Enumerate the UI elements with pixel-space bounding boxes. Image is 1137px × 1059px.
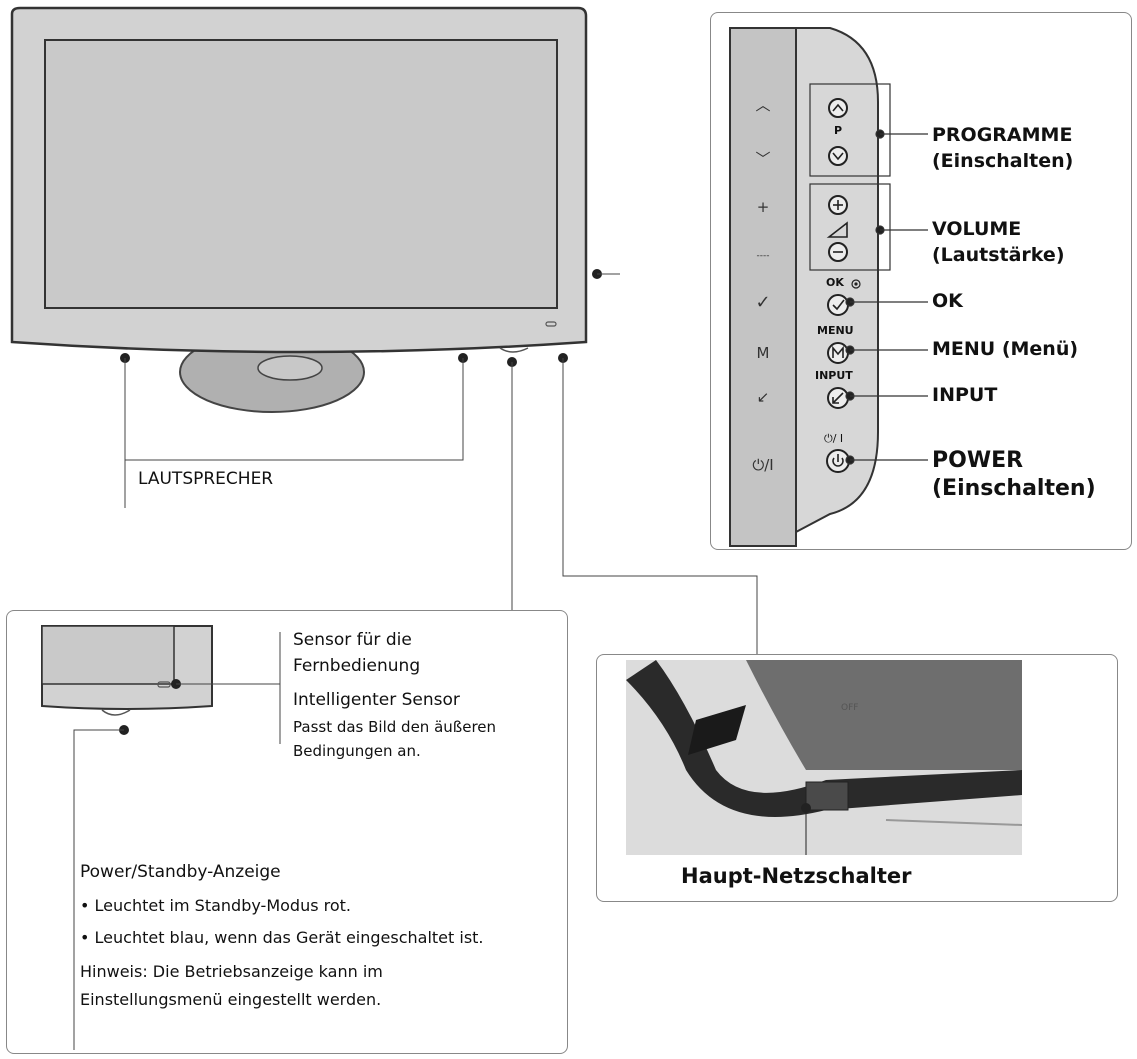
closeup-led-leader bbox=[73, 729, 124, 1050]
ok-button-label: OK bbox=[826, 276, 844, 289]
check-icon bbox=[832, 299, 845, 311]
photo-off-text: OFF bbox=[841, 703, 858, 713]
main-switch-leader-line bbox=[562, 358, 758, 656]
standby-bullet-2: • Leuchtet blau, wenn das Gerät eingesch… bbox=[80, 928, 484, 947]
chevron-down-icon bbox=[832, 152, 844, 161]
closeup-screen bbox=[41, 625, 175, 685]
tv-stand-neck bbox=[257, 355, 323, 381]
photo-switch bbox=[805, 781, 849, 811]
power-label: POWER bbox=[932, 448, 1024, 473]
closeup-notch bbox=[101, 709, 131, 716]
side-icon-plus: + bbox=[757, 198, 770, 216]
standby-note-1: Hinweis: Die Betriebsanzeige kann im bbox=[80, 962, 383, 981]
side-icon-menu: M bbox=[757, 344, 770, 362]
tv-screen bbox=[44, 39, 558, 309]
p-label: P bbox=[833, 124, 843, 137]
ok-indicator-icon bbox=[851, 279, 861, 289]
volume-triangle-icon bbox=[826, 221, 848, 238]
tv-illustration bbox=[10, 6, 620, 508]
side-icon-power: ⏻/I bbox=[752, 456, 773, 474]
prog-up-button[interactable] bbox=[828, 98, 848, 118]
button-glyphs bbox=[832, 103, 845, 467]
power-button-label: ⏻/ I bbox=[824, 432, 844, 445]
standby-bullet-1: • Leuchtet im Standby-Modus rot. bbox=[80, 896, 352, 915]
photo-edge-line bbox=[885, 819, 1022, 826]
side-icon-minus: ---- bbox=[757, 251, 770, 261]
power-symbol-icon bbox=[832, 457, 844, 467]
side-icon-check: ✓ bbox=[755, 292, 770, 313]
sensor-notch bbox=[499, 347, 529, 353]
programme-sub-label: (Einschalten) bbox=[932, 150, 1074, 172]
input-arrow-icon bbox=[832, 392, 844, 404]
menu-button-label: MENU bbox=[817, 324, 854, 337]
sensor-closeup bbox=[41, 625, 281, 1050]
side-icon-up: ︿ bbox=[755, 96, 770, 114]
side-controls-illustration: ︿ ﹀ + ---- ✓ M ↙ ⏻/I bbox=[729, 27, 928, 547]
prog-down-button[interactable] bbox=[828, 146, 848, 166]
programme-label: PROGRAMME bbox=[932, 124, 1073, 146]
speaker-label: LAUTSPRECHER bbox=[138, 469, 274, 489]
side-icon-down: ﹀ bbox=[755, 150, 770, 168]
sensor-title-1: Sensor für die bbox=[293, 630, 412, 650]
main-switch-photo: OFF bbox=[626, 660, 1022, 855]
volume-group-box bbox=[809, 183, 891, 271]
photo-slot bbox=[688, 705, 746, 755]
ok-indicator-dot bbox=[854, 282, 858, 286]
ok-label: OK bbox=[932, 290, 963, 312]
sensor-title-2: Fernbedienung bbox=[293, 656, 421, 676]
menu-label: MENU (Menü) bbox=[932, 338, 1079, 360]
standby-note-2: Einstellungsmenü eingestellt werden. bbox=[80, 990, 382, 1009]
input-button-label: INPUT bbox=[815, 369, 853, 382]
side-icon-input: ↙ bbox=[757, 388, 770, 406]
programme-group-box bbox=[809, 83, 891, 177]
sensor-desc-1: Passt das Bild den äußeren bbox=[293, 718, 497, 736]
panel-leaders bbox=[845, 129, 928, 465]
ok-button[interactable] bbox=[827, 294, 849, 316]
power-sub-label: (Einschalten) bbox=[932, 476, 1096, 501]
standby-title: Power/Standby-Anzeige bbox=[80, 862, 281, 882]
power-led-mark bbox=[545, 321, 557, 327]
input-arrowhead bbox=[832, 397, 839, 404]
sensor-desc-2: Bedingungen an. bbox=[293, 742, 421, 760]
side-bezel bbox=[795, 27, 879, 534]
chevron-up-icon bbox=[832, 103, 844, 112]
volume-sub-label: (Lautstärke) bbox=[932, 244, 1065, 266]
main-switch-label: Haupt-Netzschalter bbox=[681, 864, 912, 888]
closeup-sensor bbox=[157, 681, 171, 688]
speaker-leader-line-right bbox=[125, 358, 464, 461]
input-label: INPUT bbox=[932, 384, 998, 406]
menu-m-icon bbox=[832, 345, 844, 358]
side-icons: ︿ ﹀ + ---- ✓ M ↙ ⏻/I bbox=[752, 96, 773, 474]
volume-label: VOLUME bbox=[932, 218, 1022, 240]
intelligent-sensor-label: Intelligenter Sensor bbox=[293, 690, 460, 710]
side-strip bbox=[729, 27, 797, 547]
photo-dark-cable bbox=[626, 660, 1022, 817]
